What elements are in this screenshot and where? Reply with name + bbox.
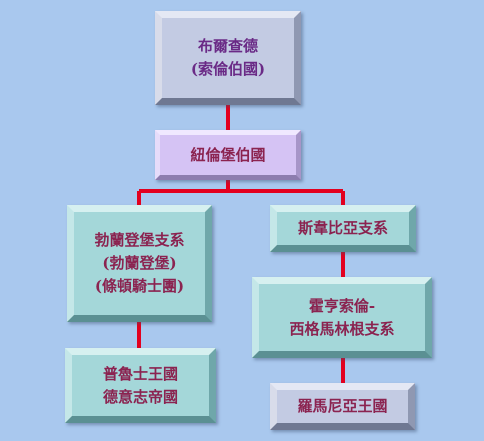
node-hohenzollern-sigmaringen-label: 霍亨索倫- 西格馬林根支系 bbox=[289, 295, 394, 341]
node-swabian-branch-line-1: 斯韋比亞支系 bbox=[297, 219, 388, 237]
node-swabian-branch-label: 斯韋比亞支系 bbox=[298, 217, 388, 240]
node-brandenburg-branch-line-1: 勃蘭登堡支系 bbox=[94, 231, 185, 249]
node-romania: 羅馬尼亞王國 bbox=[270, 383, 415, 430]
node-prussia-germany-line-1: 普魯士王國 bbox=[102, 364, 178, 383]
node-prussia-germany-line-2: 德意志帝國 bbox=[102, 387, 178, 406]
node-brandenburg-branch-label: 勃蘭登堡支系 (勃蘭登堡) (條頓騎士團) bbox=[94, 229, 184, 298]
node-zollern-line-1: 紐倫堡伯國 bbox=[190, 145, 266, 164]
node-brand-root: 布爾查德 (索倫伯國) bbox=[155, 11, 301, 105]
node-brandenburg-branch: 勃蘭登堡支系 (勃蘭登堡) (條頓騎士團) bbox=[67, 205, 212, 322]
node-brand-root-line-2: (索倫伯國) bbox=[190, 60, 266, 78]
node-romania-line-1: 羅馬尼亞王國 bbox=[297, 397, 388, 415]
node-brand-root-line-1: 布爾查德 bbox=[197, 37, 258, 55]
node-hohenzollern-sigmaringen: 霍亨索倫- 西格馬林根支系 bbox=[252, 277, 432, 358]
node-hohenzollern-sigmaringen-line-2: 西格馬林根支系 bbox=[289, 319, 395, 338]
node-zollern: 紐倫堡伯國 bbox=[155, 130, 301, 180]
node-brandenburg-branch-line-3: (條頓騎士團) bbox=[94, 277, 185, 295]
node-swabian-branch: 斯韋比亞支系 bbox=[270, 205, 416, 252]
node-romania-label: 羅馬尼亞王國 bbox=[297, 395, 387, 418]
node-zollern-label: 紐倫堡伯國 bbox=[190, 144, 265, 167]
node-brandenburg-branch-line-2: (勃蘭登堡) bbox=[102, 254, 177, 272]
node-brand-root-label: 布爾查德 (索倫伯國) bbox=[191, 35, 265, 81]
node-prussia-germany: 普魯士王國 德意志帝國 bbox=[65, 348, 216, 423]
node-prussia-germany-label: 普魯士王國 德意志帝國 bbox=[103, 363, 178, 409]
node-hohenzollern-sigmaringen-line-1: 霍亨索倫- bbox=[308, 296, 376, 315]
